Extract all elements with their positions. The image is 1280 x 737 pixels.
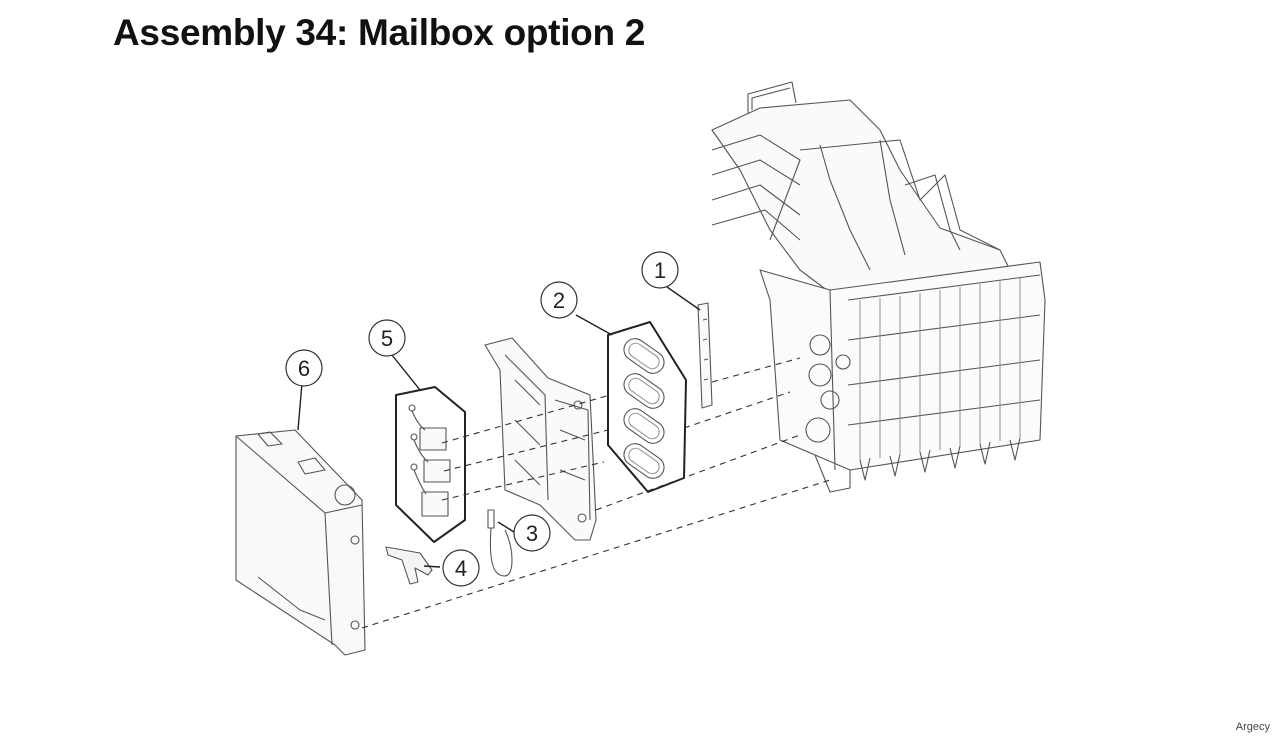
callout-3-circle	[513, 514, 551, 552]
leader-lines	[297, 286, 701, 568]
part-3-cable	[487, 509, 513, 577]
callout-4-label: 4	[455, 556, 467, 581]
callout-2-circle	[540, 281, 578, 319]
callout-3-label: 3	[526, 521, 538, 546]
part-6-side-cover	[235, 429, 366, 656]
callout-1-circle	[641, 251, 679, 289]
callout-6-circle	[285, 349, 323, 387]
part-4-latch	[385, 546, 433, 585]
footer-brand: Argecy	[1235, 721, 1270, 733]
page-title: Assembly 34: Mailbox option 2	[113, 12, 646, 53]
callout-1-label: 1	[654, 258, 666, 283]
part-2-belt-set	[607, 321, 687, 493]
callout-6-label: 6	[298, 356, 310, 381]
callout-5-circle	[368, 319, 406, 357]
callout-2-label: 2	[553, 288, 565, 313]
mailbox-unit	[711, 81, 1046, 493]
alignment-lines	[361, 357, 831, 629]
middle-frame	[484, 337, 597, 541]
part-1-sensor-bracket	[697, 302, 713, 409]
part-5-motor-set	[395, 386, 466, 543]
callout-4-circle	[442, 549, 480, 587]
callout-5-label: 5	[381, 326, 393, 351]
